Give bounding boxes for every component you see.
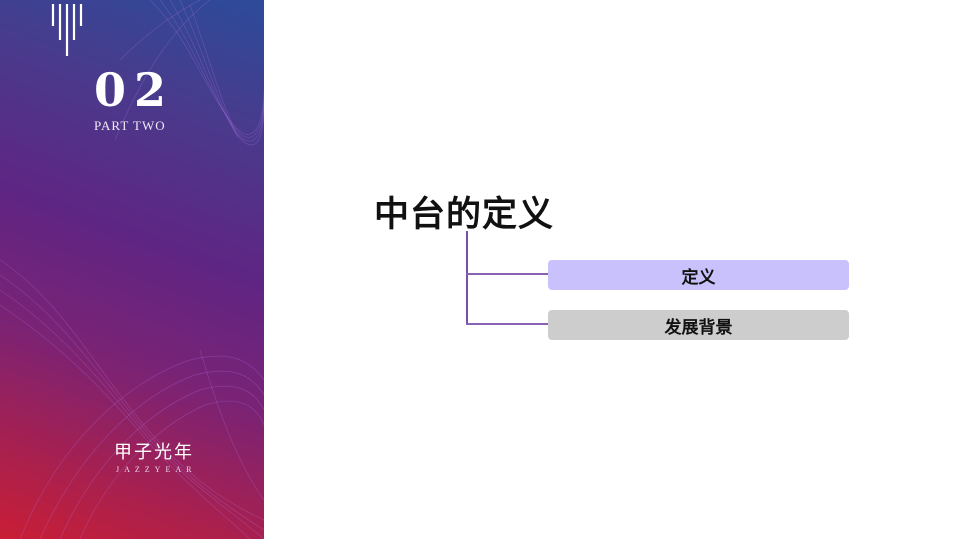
jazzyear-logo-icon (51, 4, 83, 56)
section-side-panel: 02 PART TWO 甲子光年 JAZZYEAR (0, 0, 264, 539)
tree-connector-branch-2 (466, 323, 548, 325)
tree-connector-branch-1 (466, 273, 548, 275)
wave-lines-decoration (0, 0, 264, 539)
brand-name-en: JAZZYEAR (116, 465, 197, 474)
tree-connector-vertical (466, 231, 468, 325)
page-title: 中台的定义 (374, 194, 555, 235)
section-label: PART TWO (94, 118, 166, 133)
item-background[interactable]: 发展背景 (548, 310, 849, 340)
item-definition[interactable]: 定义 (548, 260, 849, 290)
brand-name-cn: 甲子光年 (114, 442, 194, 463)
section-number: 02 (94, 63, 175, 117)
